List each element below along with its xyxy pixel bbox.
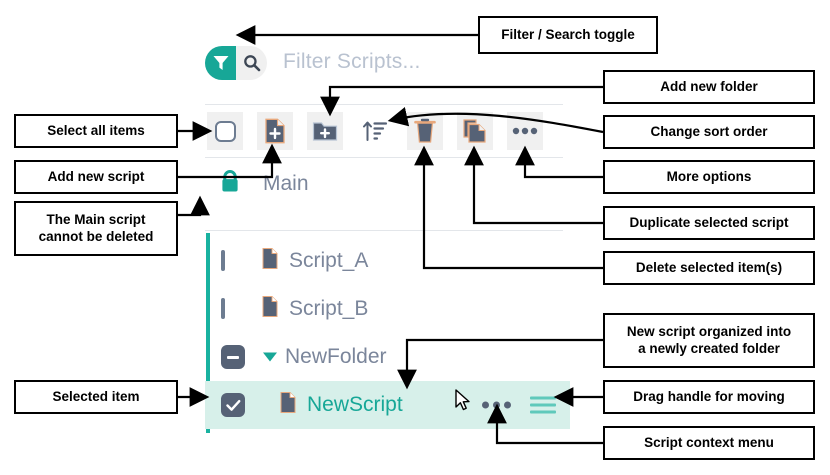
tree-row-label: NewFolder — [285, 345, 387, 368]
add-script-button[interactable] — [257, 112, 293, 150]
row-checkbox-script-a[interactable] — [221, 250, 225, 271]
tree-rail — [206, 233, 210, 433]
lock-icon — [219, 170, 241, 199]
tree-row-newfolder[interactable]: NewFolder — [205, 333, 570, 381]
trash-icon — [414, 118, 436, 143]
row-checkbox-script-b[interactable] — [221, 298, 225, 319]
callout-filter-toggle: Filter / Search toggle — [478, 16, 658, 54]
checkbox-empty-icon — [221, 250, 225, 271]
folder-plus-icon — [312, 122, 338, 141]
callout-context-menu: Script context menu — [603, 426, 815, 460]
checkbox-empty-icon — [214, 120, 236, 142]
callout-delete: Delete selected item(s) — [603, 251, 815, 285]
callout-sort-order: Change sort order — [603, 115, 815, 149]
tree-row-label: Script_B — [289, 297, 369, 320]
search-icon[interactable] — [243, 54, 261, 72]
callout-select-all: Select all items — [14, 114, 178, 148]
checkbox-checked-icon — [221, 393, 245, 417]
script-explorer-panel: Filter Scripts... — [205, 40, 570, 455]
callout-new-script-folder: New script organized into a newly create… — [603, 313, 815, 368]
duplicate-icon — [463, 119, 486, 143]
divider-top — [205, 104, 563, 105]
tree-row-script-a[interactable]: Script_A — [205, 237, 570, 285]
tree-row-script-b[interactable]: Script_B — [205, 285, 570, 333]
caret-down-icon[interactable] — [263, 352, 277, 362]
add-folder-button[interactable] — [307, 112, 343, 150]
callout-main-locked: The Main script cannot be deleted — [14, 201, 178, 256]
callout-add-folder: Add new folder — [603, 70, 815, 104]
filter-input-placeholder[interactable]: Filter Scripts... — [283, 50, 421, 73]
tree-row-label: Script_A — [289, 249, 369, 272]
divider-toolbar-bottom — [205, 157, 563, 158]
callout-more-options: More options — [603, 160, 815, 194]
document-icon — [279, 392, 297, 419]
filter-bar: Filter Scripts... — [205, 44, 455, 82]
callout-add-script: Add new script — [14, 160, 178, 194]
duplicate-button[interactable] — [457, 112, 493, 150]
document-plus-icon — [265, 118, 285, 144]
tree-row-newscript[interactable]: NewScript — [205, 381, 570, 429]
dash-glyph — [227, 355, 239, 359]
sort-order-button[interactable] — [357, 112, 393, 150]
callout-selected-item: Selected item — [14, 380, 178, 414]
callout-duplicate: Duplicate selected script — [603, 206, 815, 240]
row-checkbox-newfolder[interactable] — [221, 345, 245, 369]
callout-drag-handle: Drag handle for moving — [603, 380, 815, 414]
row-checkbox-newscript[interactable] — [221, 393, 245, 417]
ellipsis-icon — [512, 127, 538, 135]
tree-row-main[interactable]: Main — [205, 162, 570, 206]
row-context-menu-ellipsis-icon[interactable] — [482, 401, 511, 409]
filter-search-toggle[interactable] — [205, 46, 267, 80]
tree-row-main-label: Main — [263, 172, 309, 195]
divider-main-bottom — [205, 230, 563, 231]
mouse-cursor — [455, 389, 470, 411]
checkbox-indeterminate-icon — [221, 345, 245, 369]
select-all-checkbox[interactable] — [207, 112, 243, 150]
document-icon — [261, 248, 279, 275]
tree-row-label: NewScript — [307, 393, 403, 416]
drag-handle-icon[interactable] — [530, 396, 556, 414]
sort-ascending-icon — [363, 121, 388, 141]
more-options-button[interactable] — [507, 112, 543, 150]
toolbar — [207, 112, 563, 152]
tree-list: Script_A Script_B — [205, 231, 570, 455]
delete-button[interactable] — [407, 112, 443, 150]
funnel-icon[interactable] — [212, 54, 230, 72]
checkbox-empty-icon — [221, 298, 225, 319]
document-icon — [261, 296, 279, 323]
